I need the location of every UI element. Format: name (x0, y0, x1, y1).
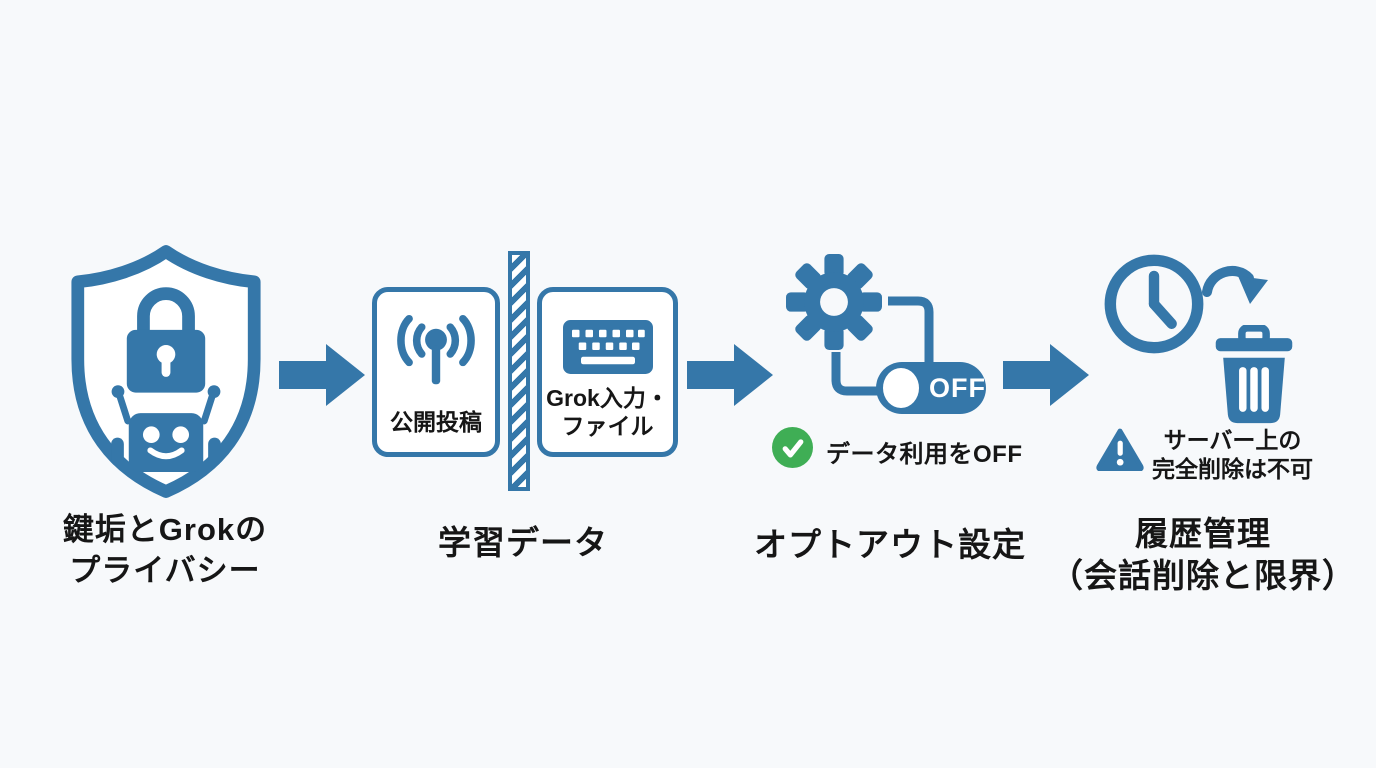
step1-title: 鍵垢とGrokの プライバシー (25, 509, 305, 591)
step2-title: 学習データ (438, 524, 608, 561)
step4-note-line2: 完全削除は不可 (1152, 456, 1313, 482)
public-posts-box: 公開投稿 (372, 287, 500, 457)
grok-input-box: Grok入力・ ファイル (537, 287, 678, 457)
arrow-right-icon (279, 344, 365, 406)
arrow-right-icon (1003, 344, 1089, 406)
check-circle-icon (772, 427, 813, 468)
grok-input-label-line2: ファイル (561, 413, 654, 439)
arrow-right-icon (687, 344, 773, 406)
toggle-label: OFF (929, 372, 986, 403)
keyboard-icon (562, 320, 653, 374)
hatched-barrier (508, 251, 530, 491)
step4-title-line2: （会話削除と限界） (1050, 557, 1356, 594)
step4-note-line1: サーバー上の (1163, 427, 1302, 453)
grok-input-label: Grok入力・ ファイル (546, 384, 669, 440)
gear-icon (786, 254, 882, 350)
step3-title: オプトアウト設定 (754, 526, 1026, 563)
broadcast-antenna-icon (388, 312, 484, 396)
step4-note: サーバー上の 完全削除は不可 (1135, 426, 1330, 484)
step1-title-line1: 鍵垢とGrokの (62, 512, 268, 547)
grok-input-label-line1: Grok入力・ (546, 385, 669, 411)
warning-triangle-icon (1096, 427, 1144, 471)
step4-title: 履歴管理 （会話削除と限界） (1050, 513, 1356, 597)
step1-title-line2: プライバシー (69, 553, 261, 588)
step4-title-line1: 履歴管理 (1135, 515, 1271, 552)
gear-toggle-connector-top (888, 296, 938, 368)
step3-note: データ利用をOFF (826, 441, 1023, 468)
clock-icon (1102, 252, 1206, 356)
curved-arrow-icon (1202, 264, 1272, 326)
toggle-knob (883, 368, 919, 408)
gear-toggle-connector-bottom (830, 352, 884, 398)
trash-icon (1212, 325, 1296, 425)
shield-lock-robot-icon (68, 244, 264, 500)
public-posts-label: 公開投稿 (390, 409, 482, 435)
toggle-off: OFF (876, 362, 986, 414)
